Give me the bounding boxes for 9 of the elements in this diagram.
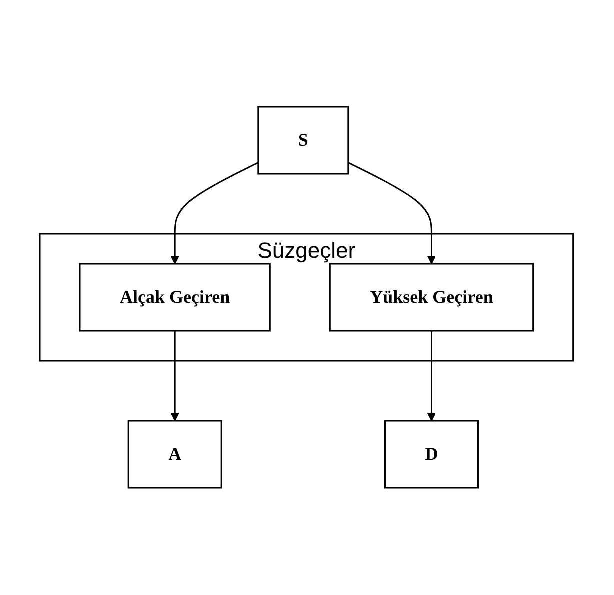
node-box: D (384, 420, 480, 489)
node-box: A (128, 420, 223, 489)
node-box: Yüksek Geçiren (330, 263, 534, 332)
arrow (428, 331, 436, 422)
node-box: Alçak Geçiren (80, 263, 272, 332)
arrow (171, 162, 260, 264)
arrow (171, 331, 180, 422)
arrow (348, 162, 436, 264)
node-box: S (258, 106, 350, 175)
